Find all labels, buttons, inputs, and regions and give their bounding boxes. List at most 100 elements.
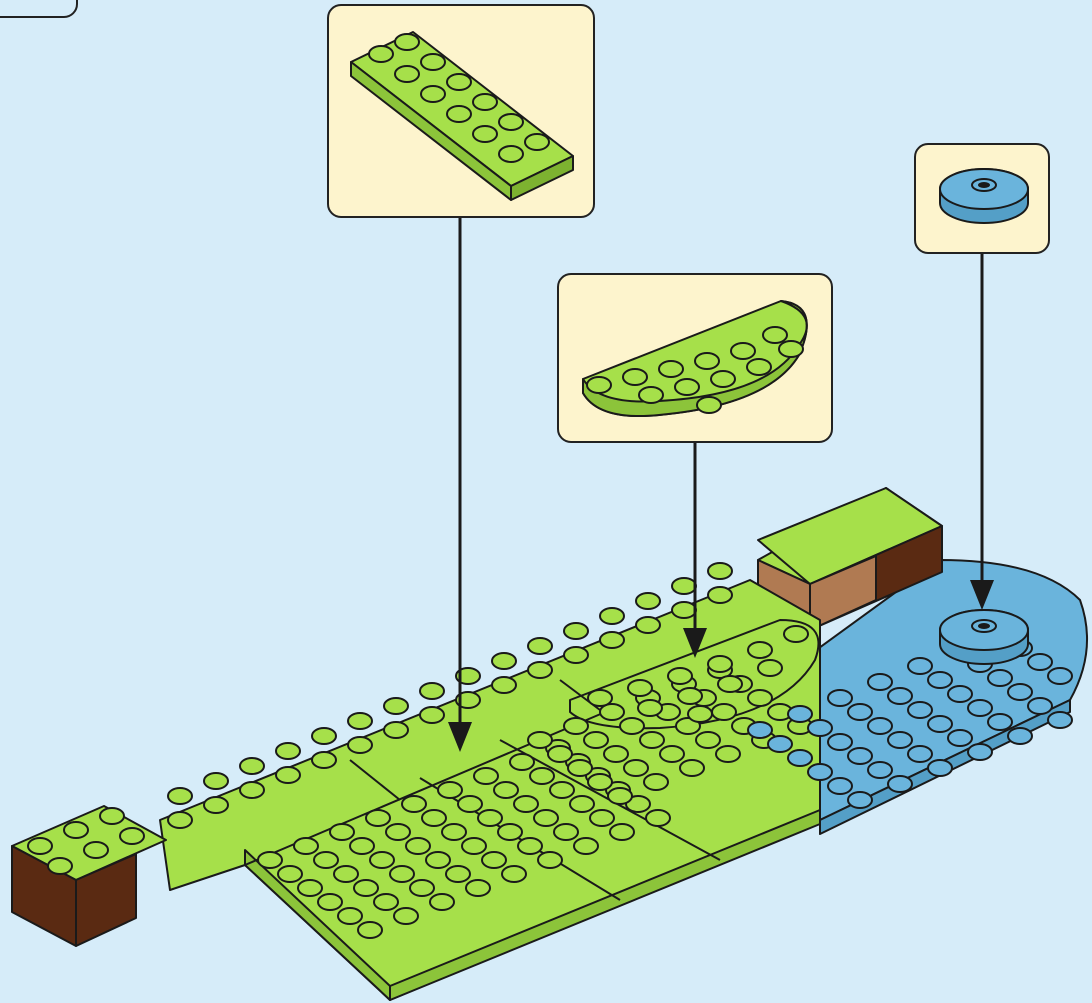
stud bbox=[1028, 654, 1052, 670]
stud bbox=[1048, 668, 1072, 684]
stud bbox=[928, 672, 952, 688]
stud bbox=[988, 670, 1012, 686]
stud bbox=[868, 674, 892, 690]
stud bbox=[712, 704, 736, 720]
stud bbox=[298, 880, 322, 896]
stud bbox=[678, 688, 702, 704]
stud bbox=[474, 768, 498, 784]
stud bbox=[624, 760, 648, 776]
stud bbox=[628, 680, 652, 696]
stud bbox=[968, 744, 992, 760]
stud bbox=[1008, 684, 1032, 700]
stud bbox=[386, 824, 410, 840]
stud bbox=[564, 647, 588, 663]
stud bbox=[28, 838, 52, 854]
stud bbox=[708, 587, 732, 603]
stud bbox=[672, 578, 696, 594]
stud bbox=[370, 852, 394, 868]
stud bbox=[394, 908, 418, 924]
stud bbox=[530, 768, 554, 784]
stud bbox=[570, 796, 594, 812]
stud bbox=[314, 852, 338, 868]
stud bbox=[406, 838, 430, 854]
stud bbox=[354, 880, 378, 896]
stud bbox=[808, 764, 832, 780]
stud bbox=[278, 866, 302, 882]
stud bbox=[402, 796, 426, 812]
stud bbox=[420, 707, 444, 723]
stud bbox=[204, 797, 228, 813]
stud bbox=[888, 776, 912, 792]
stud bbox=[672, 602, 696, 618]
stud bbox=[636, 617, 660, 633]
stud bbox=[968, 700, 992, 716]
stud bbox=[384, 698, 408, 714]
stud bbox=[590, 810, 614, 826]
stud bbox=[482, 852, 506, 868]
stud bbox=[534, 810, 558, 826]
stud bbox=[514, 796, 538, 812]
stud bbox=[784, 626, 808, 642]
stud bbox=[948, 686, 972, 702]
stud bbox=[348, 713, 372, 729]
stud bbox=[708, 656, 732, 672]
stud bbox=[276, 743, 300, 759]
stud bbox=[868, 718, 892, 734]
stud bbox=[390, 866, 414, 882]
stud bbox=[204, 773, 228, 789]
stud bbox=[888, 688, 912, 704]
stud bbox=[708, 563, 732, 579]
stud bbox=[600, 608, 624, 624]
stud bbox=[548, 746, 572, 762]
stud bbox=[168, 788, 192, 804]
stud bbox=[788, 750, 812, 766]
stud bbox=[466, 880, 490, 896]
stud bbox=[588, 690, 612, 706]
stud bbox=[848, 704, 872, 720]
stud bbox=[410, 880, 434, 896]
stud bbox=[644, 774, 668, 790]
stud bbox=[748, 642, 772, 658]
stud bbox=[888, 732, 912, 748]
stud bbox=[334, 866, 358, 882]
stud bbox=[588, 774, 612, 790]
stud bbox=[696, 732, 720, 748]
stud bbox=[828, 690, 852, 706]
stud bbox=[646, 810, 670, 826]
stud bbox=[908, 658, 932, 674]
stud bbox=[928, 760, 952, 776]
stud bbox=[538, 852, 562, 868]
stud bbox=[564, 623, 588, 639]
stud bbox=[640, 732, 664, 748]
stud bbox=[638, 700, 662, 716]
stud bbox=[550, 782, 574, 798]
stud bbox=[928, 716, 952, 732]
stud bbox=[908, 746, 932, 762]
stud bbox=[1048, 712, 1072, 728]
stud bbox=[492, 653, 516, 669]
stud bbox=[478, 810, 502, 826]
stud bbox=[528, 662, 552, 678]
stud bbox=[294, 838, 318, 854]
stud bbox=[528, 732, 552, 748]
stud bbox=[948, 730, 972, 746]
stud bbox=[502, 866, 526, 882]
stud bbox=[660, 746, 684, 762]
stud bbox=[828, 778, 852, 794]
stud bbox=[350, 838, 374, 854]
stud bbox=[366, 810, 390, 826]
stud bbox=[426, 852, 450, 868]
stud bbox=[348, 737, 372, 753]
stud bbox=[446, 866, 470, 882]
stud bbox=[848, 748, 872, 764]
stud bbox=[868, 762, 892, 778]
stud bbox=[828, 734, 852, 750]
stud bbox=[492, 677, 516, 693]
stud bbox=[358, 922, 382, 938]
stud bbox=[458, 796, 482, 812]
stud bbox=[312, 752, 336, 768]
stud bbox=[374, 894, 398, 910]
stud bbox=[604, 746, 628, 762]
stud bbox=[788, 706, 812, 722]
